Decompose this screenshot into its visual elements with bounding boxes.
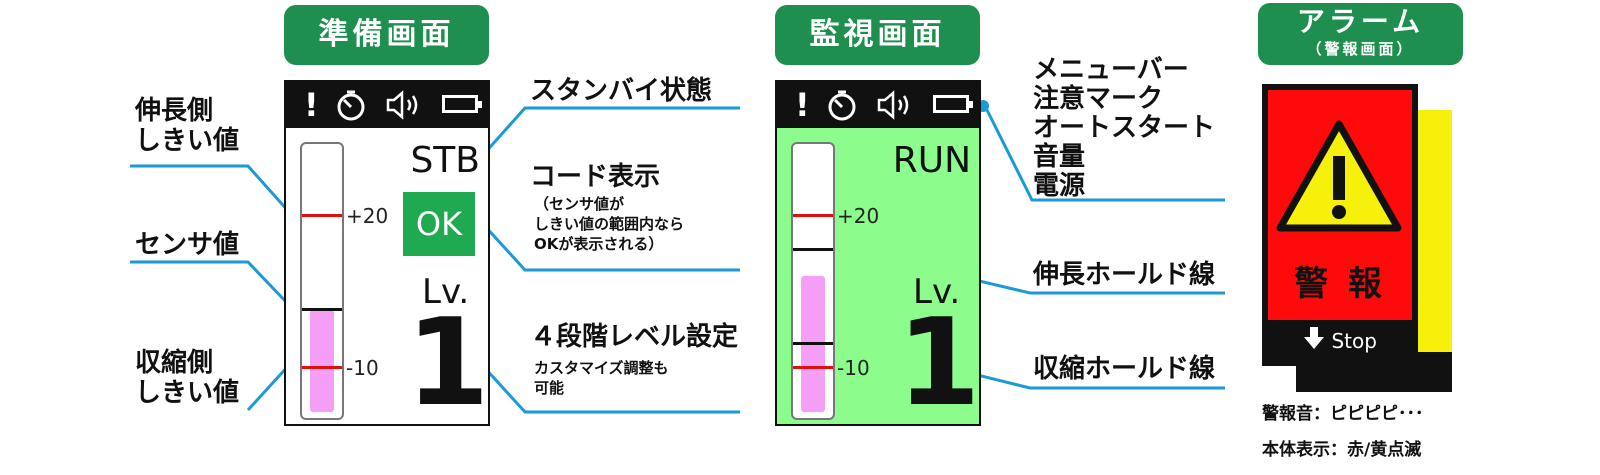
leader-sensor-value bbox=[130, 260, 292, 308]
battery-icon bbox=[442, 95, 482, 113]
alarm-screen-title: アラーム （警報画面） bbox=[1258, 3, 1463, 65]
alarm-warning-text: 警 報 bbox=[1294, 264, 1386, 304]
level-setting-label: ４段階レベル設定 bbox=[530, 322, 739, 352]
monitor-status: RUN bbox=[892, 140, 971, 181]
menubar-label-line1: メニューバー bbox=[1033, 55, 1189, 85]
monitor-shrink-hold-line bbox=[793, 342, 833, 345]
shrink-hold-label: 収縮ホールド線 bbox=[1033, 354, 1216, 384]
monitor-tick-lower: -10 bbox=[837, 356, 870, 380]
extend-threshold-line1: 伸長側 bbox=[135, 96, 214, 126]
alarm-display-info: 本体表示：赤/黄点滅 bbox=[1262, 440, 1422, 460]
code-display-label: コード表示 bbox=[530, 162, 661, 192]
exclamation-icon: ! bbox=[795, 86, 810, 124]
prep-level-value: 1 bbox=[406, 294, 490, 426]
leader-extend-threshold bbox=[130, 164, 292, 214]
shrink-threshold-label: 収縮側 しきい値 bbox=[135, 348, 239, 408]
level-note: カスタマイズ調整も 可能 bbox=[534, 358, 669, 398]
extend-threshold-label: 伸長側 しきい値 bbox=[135, 96, 239, 156]
alarm-red-body: 警 報 bbox=[1268, 90, 1412, 320]
prep-status: STB bbox=[410, 140, 480, 181]
monitor-level-label: Lv. bbox=[913, 272, 961, 312]
monitor-menubar: ! bbox=[777, 82, 979, 128]
code-note-line1: （センサ値が bbox=[534, 195, 625, 213]
speaker-icon bbox=[384, 86, 424, 130]
code-note-line2: しきい値の範囲内なら bbox=[534, 215, 685, 233]
warning-triangle-icon bbox=[1276, 120, 1402, 232]
exclamation-icon: ! bbox=[304, 86, 319, 124]
menubar-label-line2: 注意マーク bbox=[1033, 84, 1164, 114]
leader-code bbox=[481, 222, 740, 272]
leader-standby bbox=[481, 106, 740, 156]
standby-label: スタンバイ状態 bbox=[530, 76, 713, 106]
prep-screen: ! +20 -10 STB OK Lv. 1 bbox=[284, 80, 490, 426]
prep-tick-lower: -10 bbox=[346, 356, 379, 380]
leader-shrink-threshold bbox=[246, 362, 292, 412]
menubar-label-line5: 電源 bbox=[1033, 171, 1086, 201]
prep-code-ok: OK bbox=[403, 192, 475, 256]
level-note-line1: カスタマイズ調整も bbox=[534, 359, 669, 377]
prep-menubar: ! bbox=[286, 82, 488, 128]
prep-tick-upper: +20 bbox=[346, 204, 389, 228]
monitor-tick-upper: +20 bbox=[837, 204, 880, 228]
sensor-value-label: センサ値 bbox=[135, 230, 240, 260]
speaker-icon bbox=[875, 86, 915, 130]
extend-hold-label: 伸長ホールド線 bbox=[1033, 260, 1216, 290]
arrow-down-icon bbox=[1303, 326, 1325, 360]
prep-gauge bbox=[300, 142, 344, 420]
alarm-screen-red: 警 報 Stop bbox=[1262, 84, 1418, 366]
battery-icon bbox=[933, 95, 973, 113]
timer-icon bbox=[825, 86, 859, 130]
monitor-screen: ! +20 -10 RUN Lv. 1 bbox=[775, 80, 981, 426]
leader-level bbox=[481, 364, 740, 414]
prep-level-label: Lv. bbox=[422, 272, 470, 312]
code-note: （センサ値が しきい値の範囲内なら OKが表示される） bbox=[534, 194, 684, 254]
prep-lower-threshold bbox=[302, 366, 342, 369]
monitor-upper-threshold bbox=[793, 214, 833, 217]
shrink-threshold-line1: 収縮側 bbox=[135, 348, 214, 378]
monitor-extend-hold-line bbox=[793, 248, 833, 251]
alarm-sound-info: 警報音：ピピピピ･･･ bbox=[1262, 404, 1424, 424]
monitor-level-value: 1 bbox=[897, 294, 981, 426]
prep-sensor-line bbox=[302, 308, 342, 311]
menubar-label-line4: 音量 bbox=[1033, 142, 1086, 172]
shrink-threshold-line2: しきい値 bbox=[135, 378, 240, 408]
prep-upper-threshold bbox=[302, 214, 342, 217]
alarm-subtitle-text: （警報画面） bbox=[1306, 40, 1415, 58]
alarm-stop-label: Stop bbox=[1331, 329, 1377, 353]
alarm-title-text: アラーム bbox=[1296, 5, 1425, 38]
extend-threshold-line2: しきい値 bbox=[135, 126, 240, 156]
monitor-lower-threshold bbox=[793, 366, 833, 369]
menubar-label: メニューバー 注意マーク オートスタート 音量 電源 bbox=[1033, 56, 1215, 201]
prep-sensor-fill bbox=[310, 310, 334, 412]
monitor-gauge bbox=[791, 142, 835, 420]
level-note-line2: 可能 bbox=[534, 379, 565, 397]
alarm-stop-bar[interactable]: Stop bbox=[1268, 324, 1412, 358]
menubar-label-line3: オートスタート bbox=[1033, 113, 1216, 143]
timer-icon bbox=[334, 86, 368, 130]
code-note-line3: OKが表示される） bbox=[534, 235, 664, 253]
monitor-screen-title: 監視画面 bbox=[775, 5, 980, 65]
prep-screen-title: 準備画面 bbox=[284, 5, 489, 65]
leader-menubar bbox=[983, 105, 1225, 202]
